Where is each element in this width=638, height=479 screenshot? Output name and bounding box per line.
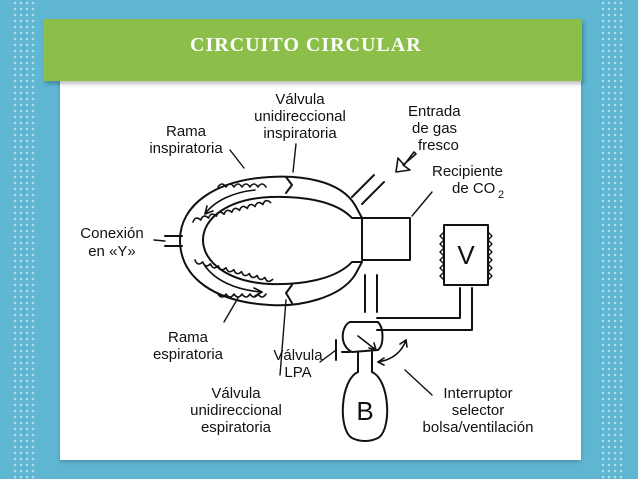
fresh-gas-inlet xyxy=(351,174,385,205)
inspiratory-valve xyxy=(285,176,293,194)
label-rama-insp-1: Rama xyxy=(166,123,207,140)
label-valvula-insp-1: Válvula xyxy=(275,91,325,108)
label-interruptor-3: bolsa/ventilación xyxy=(423,419,534,436)
label-valvula-esp-2: unidireccional xyxy=(190,402,282,419)
inspiratory-flow-arrow xyxy=(204,189,256,215)
label-valvula-esp-3: espiratoria xyxy=(201,419,272,436)
label-bolsa: B xyxy=(356,396,373,426)
label-entrada-2: de gas xyxy=(412,120,457,137)
label-lpa-1: Válvula xyxy=(273,347,323,364)
slide-card xyxy=(60,78,581,460)
ventilator-box xyxy=(443,224,489,286)
label-interruptor-1: Interruptor xyxy=(443,385,512,402)
label-ventilador: V xyxy=(457,240,475,270)
fresh-gas-arrow xyxy=(395,151,417,173)
co2-canister xyxy=(361,217,411,261)
title-bar xyxy=(43,19,582,81)
label-valvula-insp-2: unidireccional xyxy=(254,108,346,125)
label-entrada-1: Entrada xyxy=(408,103,461,120)
reservoir-bag xyxy=(341,371,389,442)
label-rama-insp-2: inspiratoria xyxy=(149,140,223,157)
label-rama-esp-2: espiratoria xyxy=(153,346,224,363)
circuit-outer-loop xyxy=(179,175,356,307)
expiratory-flow-arrow xyxy=(204,265,263,293)
y-connection xyxy=(164,235,183,247)
circuit-inner-loop xyxy=(202,195,353,286)
label-recipiente-1: Recipiente xyxy=(432,163,503,180)
label-recipiente-sub: 2 xyxy=(498,189,504,201)
label-valvula-insp-3: inspiratoria xyxy=(263,125,337,142)
label-entrada-3: fresco xyxy=(418,137,459,154)
label-recipiente-2: de CO xyxy=(452,180,495,197)
label-interruptor-2: selector xyxy=(452,402,505,419)
slide-title: CIRCUITO CIRCULAR xyxy=(190,34,422,56)
expiratory-valve xyxy=(285,284,293,304)
selector-switch-arrow xyxy=(377,339,407,363)
inspiratory-limb-wave xyxy=(192,199,272,223)
selector-valve xyxy=(341,321,384,353)
label-valvula-esp-1: Válvula xyxy=(211,385,261,402)
background-dots-left xyxy=(12,0,38,479)
label-lpa-2: LPA xyxy=(284,364,311,381)
label-rama-esp-1: Rama xyxy=(168,329,209,346)
label-conexion-1: Conexión xyxy=(80,225,143,242)
label-conexion-2: en «Y» xyxy=(88,243,136,260)
expiratory-limb-wave xyxy=(194,259,274,283)
background-dots-right xyxy=(600,0,626,479)
